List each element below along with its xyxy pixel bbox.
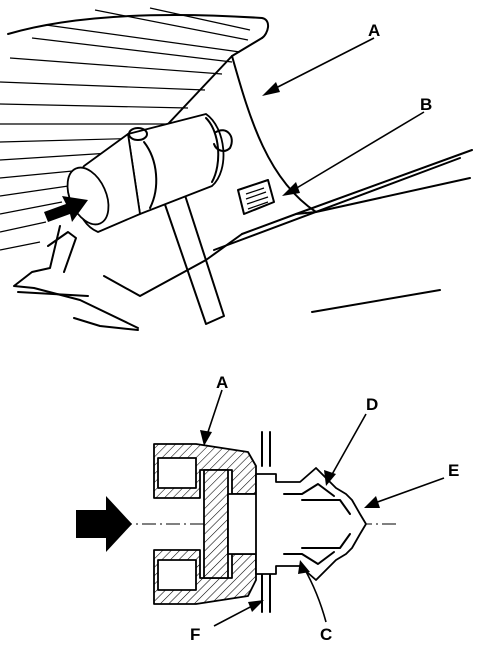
callout-label-f-section: F [190, 625, 200, 644]
rubber-mallet [66, 113, 233, 325]
callout-label-d-section: D [366, 395, 378, 414]
callout-e-section: E [364, 461, 459, 508]
callout-b-top: B [282, 95, 432, 196]
callout-label-a-section: A [216, 373, 228, 392]
clip-prongs [255, 467, 367, 581]
callout-d-section: D [324, 395, 378, 486]
callout-label-e-section: E [448, 461, 459, 480]
clip-section-view: A D E C F [76, 373, 459, 644]
press-direction-arrow-icon [44, 196, 88, 222]
airbag-label-icon [237, 179, 275, 215]
callout-c-section: C [298, 560, 332, 644]
callout-label-c-section: C [320, 625, 332, 644]
clip-head [203, 469, 229, 579]
callout-label-a-top: A [368, 21, 380, 40]
callout-a-section: A [200, 373, 228, 446]
windshield-shading [0, 7, 251, 251]
top-perspective-view: A B [0, 7, 473, 331]
callout-a-top: A [262, 21, 380, 96]
callout-label-b-top: B [420, 95, 432, 114]
callout-f-section: F [190, 600, 264, 644]
push-direction-arrow-icon [76, 496, 132, 552]
